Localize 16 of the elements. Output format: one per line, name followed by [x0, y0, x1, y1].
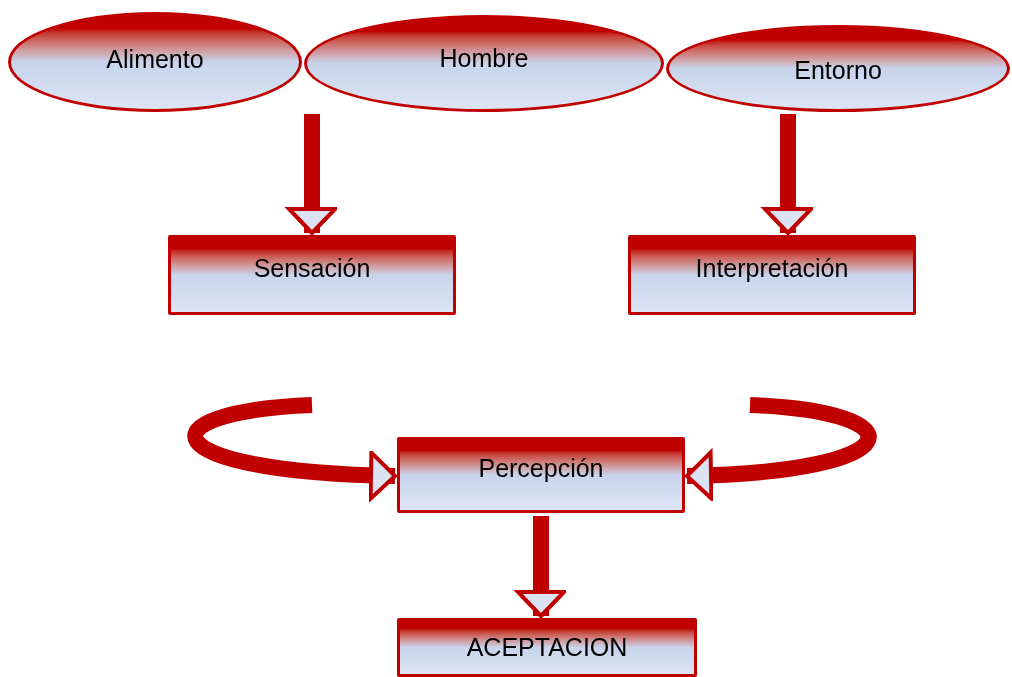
block-arrow	[516, 516, 566, 618]
block-arrow	[763, 114, 813, 235]
node-label: Alimento	[106, 47, 204, 72]
process-box	[397, 618, 697, 677]
node-label: Interpretación	[695, 256, 849, 281]
node-label: Hombre	[439, 46, 529, 71]
node-label: ACEPTACION	[466, 635, 628, 660]
node-label: Percepción	[478, 456, 604, 481]
process-box	[168, 235, 456, 315]
block-arrow	[187, 397, 397, 501]
node-label: Entorno	[794, 58, 882, 83]
node-label: Sensación	[253, 256, 371, 281]
process-box	[397, 437, 685, 513]
block-arrow	[287, 114, 337, 235]
block-arrow	[685, 397, 876, 500]
process-box	[628, 235, 916, 315]
